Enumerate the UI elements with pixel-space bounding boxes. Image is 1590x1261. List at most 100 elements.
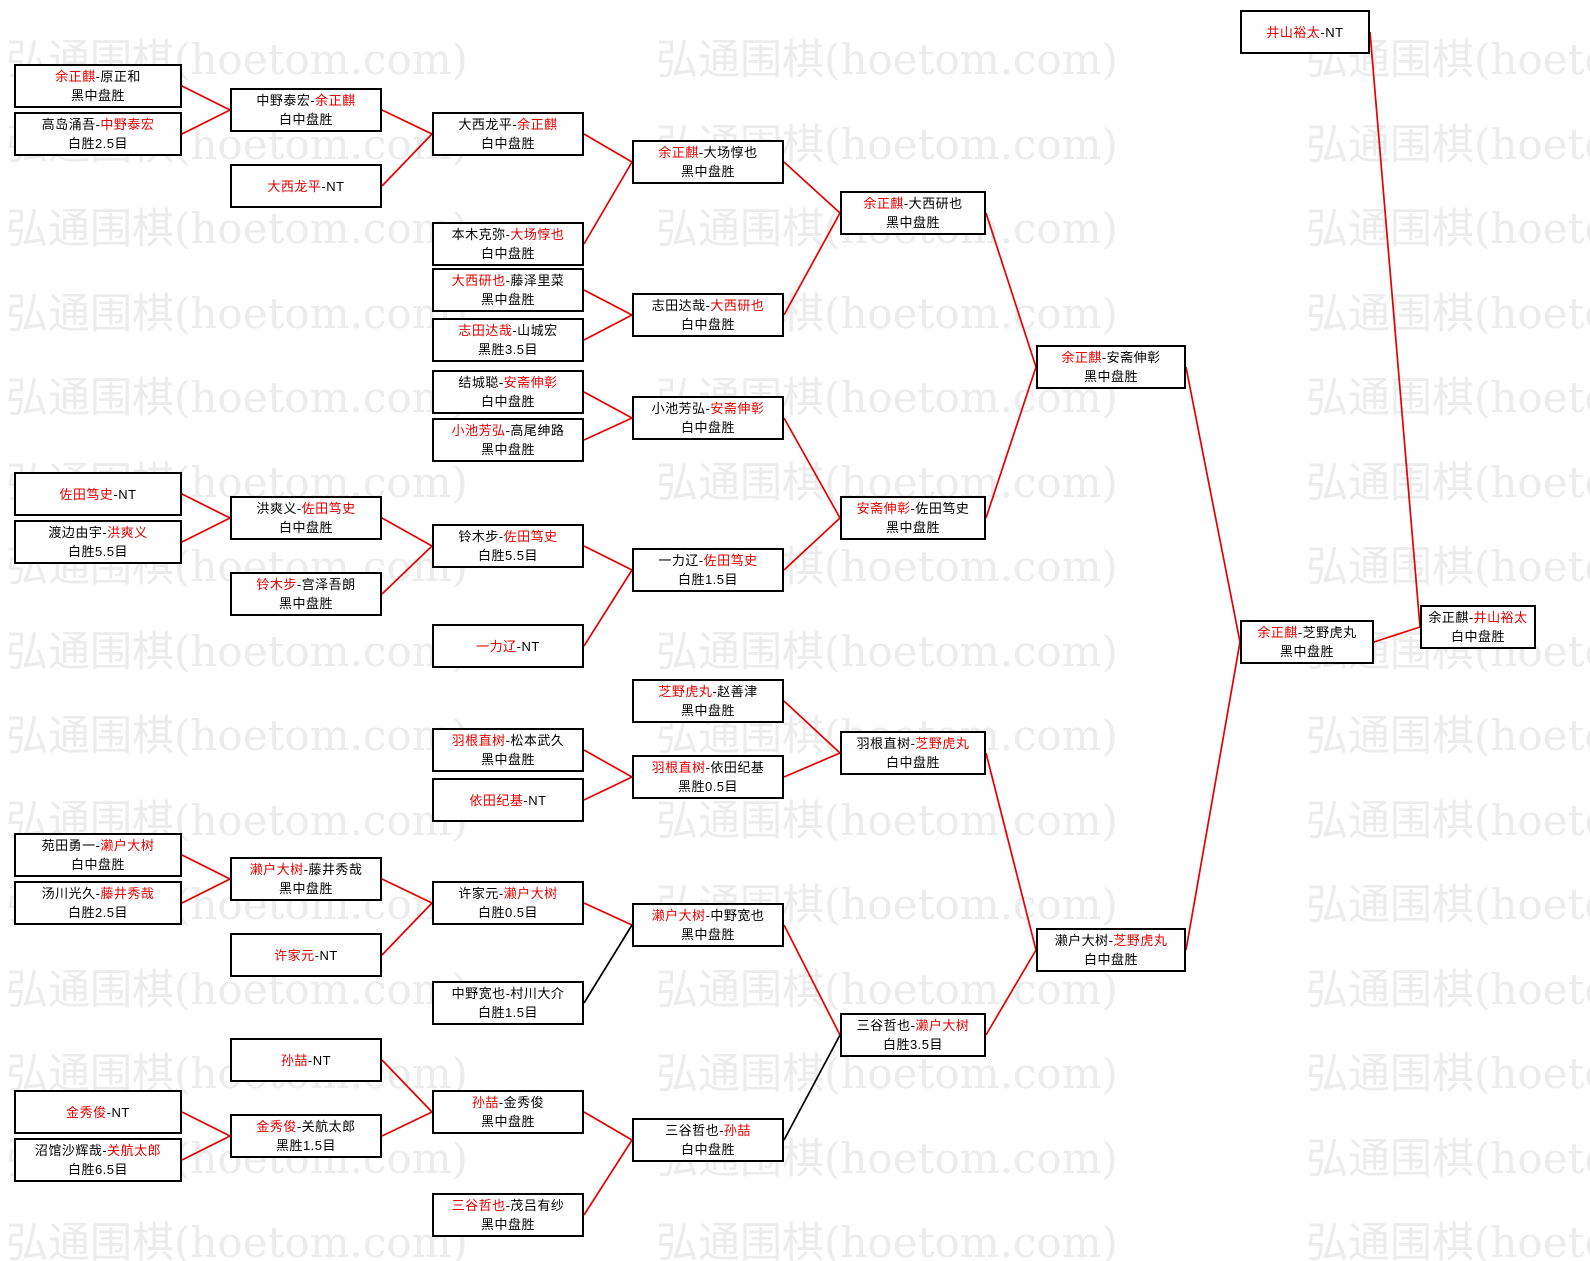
bracket-connector bbox=[583, 314, 633, 341]
player-separator: - bbox=[321, 178, 327, 194]
bracket-connector bbox=[181, 493, 231, 519]
match-box-c2b6: 许家元-NT bbox=[230, 933, 382, 977]
player-name: 佐田笃史 bbox=[503, 529, 558, 544]
player-separator: - bbox=[307, 1052, 313, 1068]
bracket-connector bbox=[985, 212, 1037, 368]
player-name: 余正麒 bbox=[1061, 350, 1102, 365]
bracket-connector bbox=[783, 924, 841, 1036]
player-separator: - bbox=[712, 684, 718, 699]
player-name: 大西龙平 bbox=[267, 178, 322, 194]
match-players: 安斋伸彰-佐田笃史 bbox=[857, 499, 970, 518]
match-box-c5b4: 三谷哲也-濑户大树白胜3.5目 bbox=[840, 1013, 986, 1057]
player-name: 佐田笃史 bbox=[59, 486, 114, 502]
match-players: 羽根直树-芝野虎丸 bbox=[857, 734, 970, 753]
player-name: 三谷哲也 bbox=[856, 1018, 911, 1033]
match-box-c3b13: 孙喆-金秀俊黑中盘胜 bbox=[432, 1090, 584, 1134]
match-result: 黑中盘胜 bbox=[278, 881, 333, 896]
player-name: 芝野虎丸 bbox=[1113, 933, 1168, 948]
match-players: 三谷哲也-茂吕有纱 bbox=[452, 1196, 565, 1215]
player-name: 大西研也 bbox=[908, 196, 963, 211]
match-box-c1b8: 沼馆沙辉哉-关航太郎白胜6.5目 bbox=[14, 1138, 182, 1182]
bracket-connector bbox=[783, 417, 841, 519]
match-result: 白中盘胜 bbox=[278, 112, 333, 127]
bracket-connector bbox=[783, 1034, 841, 1141]
match-result: 白中盘胜 bbox=[885, 755, 940, 770]
match-box-c4b5: 芝野虎丸-赵善津黑中盘胜 bbox=[632, 679, 784, 723]
match-box-c1b6: 汤川光久-藤井秀哉白胜2.5目 bbox=[14, 881, 182, 925]
bracket-connector bbox=[1185, 641, 1241, 951]
player-name: 余正麒 bbox=[1428, 610, 1469, 625]
player-name: 余正麒 bbox=[1257, 625, 1298, 640]
match-players: 大西龙平-余正麒 bbox=[458, 115, 557, 134]
player-name: 关航太郎 bbox=[107, 1143, 162, 1158]
match-players: 洪爽义-佐田笃史 bbox=[256, 499, 355, 518]
bracket-connector bbox=[583, 133, 633, 163]
match-players: 三谷哲也-孙喆 bbox=[665, 1121, 751, 1140]
match-result: 黑中盘胜 bbox=[1279, 644, 1334, 659]
player-separator: - bbox=[1108, 933, 1114, 948]
player-name: NT bbox=[521, 638, 540, 654]
match-result: 黑中盘胜 bbox=[1083, 369, 1138, 384]
player-name: 高尾绅路 bbox=[510, 423, 565, 438]
match-players: 结城聪-安斋伸彰 bbox=[458, 373, 557, 392]
bracket-connector bbox=[1373, 626, 1421, 643]
player-separator: - bbox=[106, 1104, 112, 1120]
match-box-c3b7: 铃木步-佐田笃史白胜5.5目 bbox=[432, 524, 584, 568]
bracket-connector bbox=[783, 700, 841, 754]
match-players: 中野泰宏-余正麒 bbox=[256, 91, 355, 110]
player-separator: - bbox=[910, 1018, 916, 1033]
match-players: 孙喆-NT bbox=[281, 1051, 331, 1070]
player-name: 金秀俊 bbox=[66, 1104, 107, 1120]
player-name: 安斋伸彰 bbox=[503, 375, 558, 390]
match-result: 白中盘胜 bbox=[1083, 952, 1138, 967]
player-name: 三谷哲也 bbox=[451, 1198, 506, 1213]
player-name: 渡边由宇 bbox=[48, 525, 103, 540]
bracket-connector bbox=[181, 109, 231, 135]
match-result: 黑中盘胜 bbox=[480, 1217, 535, 1232]
player-separator: - bbox=[505, 1198, 511, 1213]
player-name: 一力辽 bbox=[476, 638, 517, 654]
bracket-connector bbox=[181, 878, 231, 904]
match-result: 黑中盘胜 bbox=[885, 520, 940, 535]
bracket-connector bbox=[583, 391, 633, 419]
player-separator: - bbox=[296, 1119, 302, 1134]
player-separator: - bbox=[719, 1123, 724, 1138]
player-name: 原正和 bbox=[100, 69, 141, 84]
match-players: 大西龙平-NT bbox=[267, 177, 344, 196]
bracket-connector bbox=[381, 545, 433, 595]
player-separator: - bbox=[505, 986, 511, 1001]
bracket-connector bbox=[181, 85, 231, 111]
match-players: 大西研也-藤泽里菜 bbox=[452, 271, 565, 290]
watermark-text: 弘通围棋(hoetom.com) bbox=[1306, 119, 1590, 169]
player-name: 许家元 bbox=[458, 886, 499, 901]
match-box-c3b8: 一力辽-NT bbox=[432, 624, 584, 668]
match-players: 铃木步-宫泽吾朗 bbox=[256, 575, 355, 594]
player-separator: - bbox=[705, 908, 711, 923]
player-name: 大场惇也 bbox=[510, 227, 565, 242]
player-separator: - bbox=[705, 298, 711, 313]
match-box-c7b1: 余正麒-芝野虎丸黑中盘胜 bbox=[1240, 620, 1374, 664]
match-box-c4b2: 志田达哉-大西研也白中盘胜 bbox=[632, 293, 784, 337]
player-name: 许家元 bbox=[274, 947, 315, 963]
player-name: 安斋伸彰 bbox=[1106, 350, 1161, 365]
player-separator: - bbox=[523, 792, 529, 808]
match-players: 志田达哉-山城宏 bbox=[458, 321, 557, 340]
match-box-c5b1: 余正麒-大西研也黑中盘胜 bbox=[840, 191, 986, 235]
match-box-c3b12: 中野宽也-村川大介白胜1.5目 bbox=[432, 981, 584, 1025]
match-players: 许家元-濑户大树 bbox=[458, 884, 557, 903]
match-box-c1b1: 余正麒-原正和黑中盘胜 bbox=[14, 64, 182, 108]
match-players: 渡边由宇-洪爽义 bbox=[48, 523, 147, 542]
player-name: 中野宽也 bbox=[710, 908, 765, 923]
match-players: 三谷哲也-濑户大树 bbox=[857, 1016, 970, 1035]
player-name: 结城聪 bbox=[458, 375, 499, 390]
match-box-c4b8: 三谷哲也-孙喆白中盘胜 bbox=[632, 1118, 784, 1162]
match-players: 濑户大树-中野宽也 bbox=[652, 906, 765, 925]
match-box-c3b4: 志田达哉-山城宏黑胜3.5目 bbox=[432, 318, 584, 362]
match-result: 黑中盘胜 bbox=[480, 442, 535, 457]
match-box-c1b2: 高岛涌吾-中野泰宏白胜2.5目 bbox=[14, 112, 182, 156]
player-name: 余正麒 bbox=[315, 93, 356, 108]
match-players: 孙喆-金秀俊 bbox=[472, 1093, 544, 1112]
player-name: 中野泰宏 bbox=[256, 93, 311, 108]
bracket-connector bbox=[583, 417, 633, 441]
